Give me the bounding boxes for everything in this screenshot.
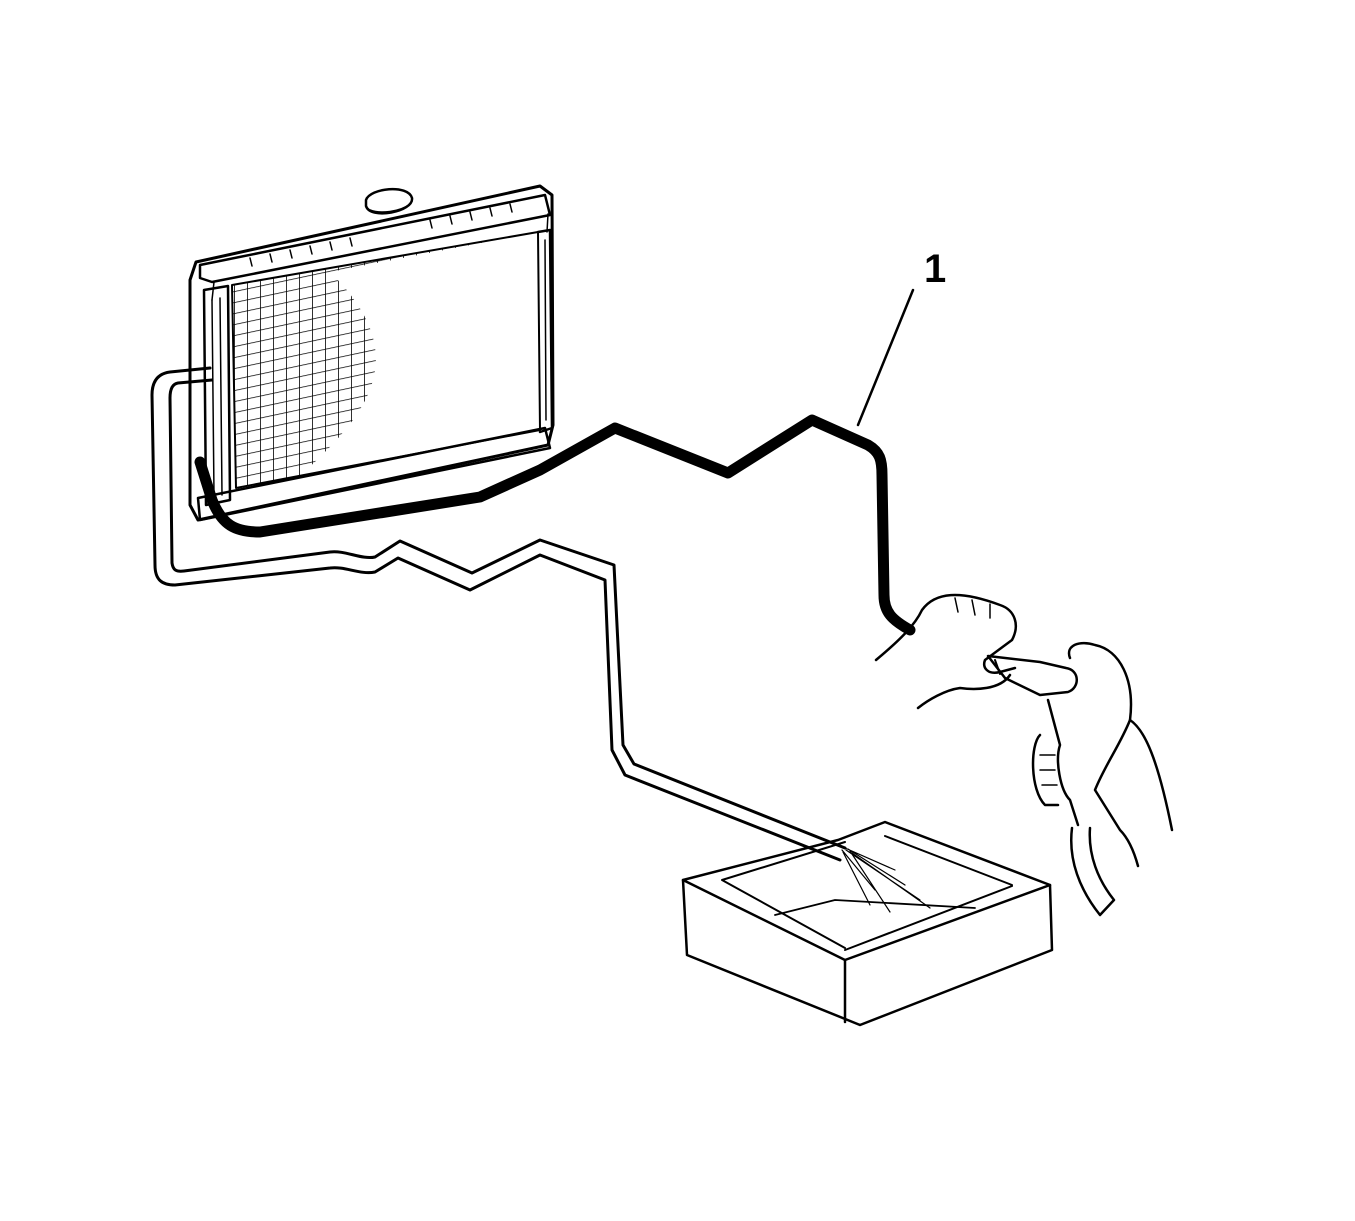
callout-1: 1 bbox=[856, 247, 946, 427]
radiator bbox=[188, 184, 555, 522]
upper-hose bbox=[194, 414, 916, 636]
right-hand bbox=[1031, 641, 1174, 917]
callout-label: 1 bbox=[924, 247, 946, 291]
lower-hose bbox=[150, 366, 931, 913]
callout-leader-line bbox=[856, 288, 915, 427]
air-nozzle bbox=[986, 654, 1078, 697]
drain-pan bbox=[681, 820, 1054, 1027]
left-hand bbox=[874, 593, 1017, 710]
